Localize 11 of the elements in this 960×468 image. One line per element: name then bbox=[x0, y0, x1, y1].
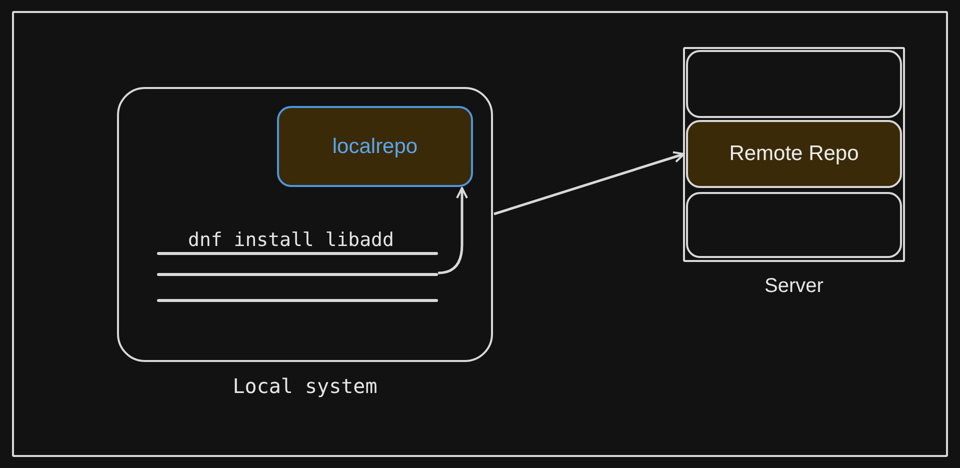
group-label: Server bbox=[764, 274, 824, 298]
arrow bbox=[494, 151, 685, 216]
repo-box bbox=[686, 120, 902, 188]
command-text: dnf install libadd bbox=[188, 228, 394, 252]
repo-label: localrepo bbox=[332, 134, 418, 158]
repo-label: Remote Repo bbox=[729, 142, 859, 166]
repo-box bbox=[277, 106, 473, 187]
empty-box bbox=[686, 50, 902, 118]
empty-box bbox=[686, 192, 902, 258]
group-label: Local system bbox=[232, 374, 378, 398]
arrow bbox=[438, 187, 468, 274]
